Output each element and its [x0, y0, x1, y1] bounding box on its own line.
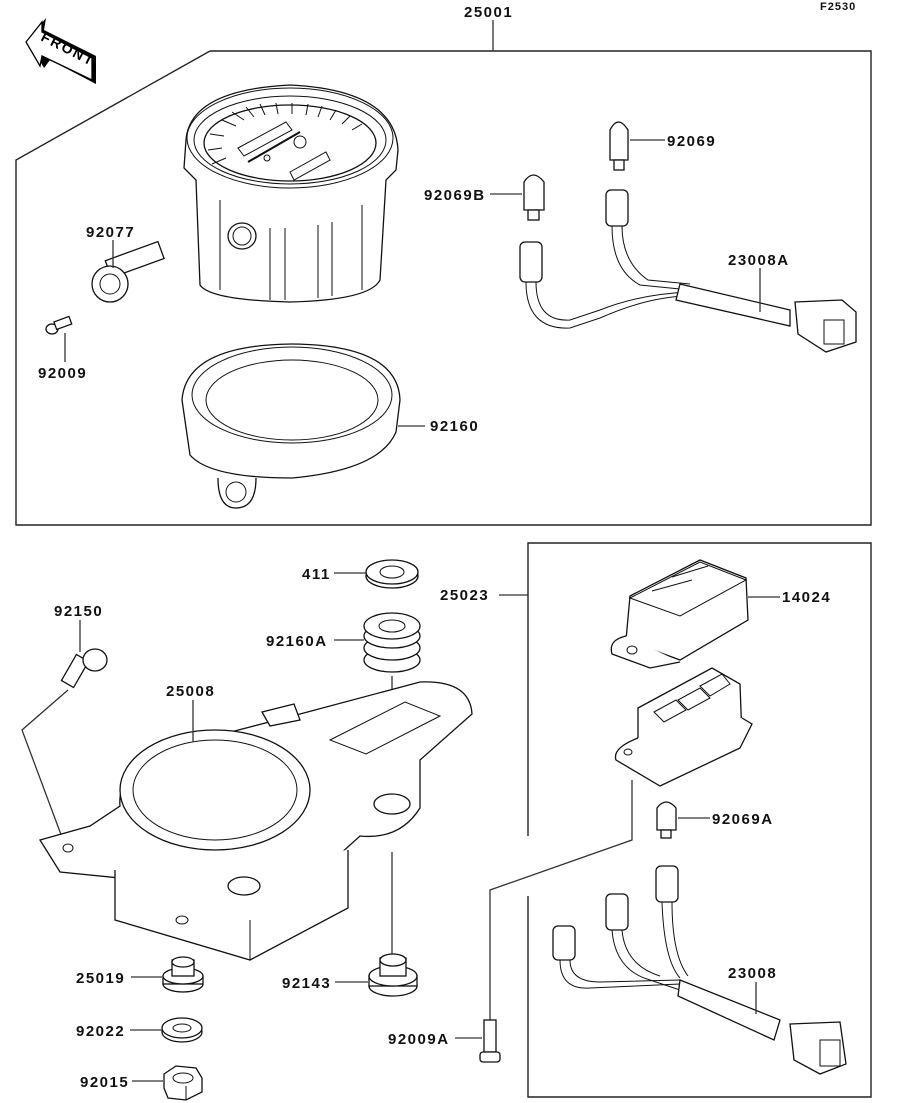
indicator-lens-panel[interactable] — [614, 667, 753, 787]
part-label-25008[interactable]: 25008 — [166, 683, 215, 700]
part-label-92022[interactable]: 92022 — [76, 1023, 125, 1040]
washer-92022[interactable] — [161, 1017, 203, 1043]
meter-assembly-group: 25001 — [15, 4, 872, 526]
part-label-92077[interactable]: 92077 — [86, 224, 135, 241]
part-label-92069B[interactable]: 92069B — [424, 187, 486, 204]
part-label-23008A[interactable]: 23008A — [728, 252, 790, 269]
nut-92015[interactable] — [163, 1065, 203, 1101]
screw-92009[interactable] — [45, 315, 73, 335]
part-label-92143[interactable]: 92143 — [282, 975, 331, 992]
part-label-25019[interactable]: 25019 — [76, 970, 125, 987]
part-label-25001[interactable]: 25001 — [464, 4, 513, 21]
front-arrow-icon: FRONT — [25, 18, 98, 84]
indicator-assembly-group: 25023 — [440, 542, 872, 1098]
part-label-92009A[interactable]: 92009A — [388, 1031, 450, 1048]
bulb-92069[interactable] — [609, 121, 629, 171]
wire-harness-23008[interactable] — [552, 865, 847, 1075]
meter-cover-92160[interactable] — [181, 343, 401, 509]
meter-bracket-25008[interactable] — [38, 681, 473, 961]
part-label-23008[interactable]: 23008 — [728, 965, 777, 982]
part-label-92009[interactable]: 92009 — [38, 365, 87, 382]
part-label-92160[interactable]: 92160 — [430, 418, 479, 435]
part-label-92015[interactable]: 92015 — [80, 1074, 129, 1091]
speedometer-housing[interactable] — [183, 84, 399, 303]
part-label-14024[interactable]: 14024 — [782, 589, 831, 606]
bulb-92069B[interactable] — [523, 174, 545, 221]
part-label-92069A[interactable]: 92069A — [712, 811, 774, 828]
indicator-cover-14024[interactable] — [610, 559, 749, 669]
collar-25019[interactable] — [162, 956, 204, 993]
washer-411[interactable] — [365, 559, 419, 589]
part-label-92150[interactable]: 92150 — [54, 603, 103, 620]
part-label-92160A[interactable]: 92160A — [266, 633, 328, 650]
gear-92077[interactable] — [91, 240, 165, 303]
collar-92143[interactable] — [368, 953, 418, 997]
part-label-25023[interactable]: 25023 — [440, 587, 489, 604]
part-label-92069[interactable]: 92069 — [667, 133, 716, 150]
bulb-92069A[interactable] — [656, 801, 677, 839]
grommet-92160A[interactable] — [363, 612, 421, 673]
bolt-92150[interactable] — [60, 648, 108, 689]
wire-harness-23008A[interactable] — [519, 189, 857, 353]
figure-code: F2530 — [820, 1, 856, 13]
screw-92009A[interactable] — [479, 1019, 501, 1063]
part-label-411[interactable]: 411 — [302, 566, 331, 583]
